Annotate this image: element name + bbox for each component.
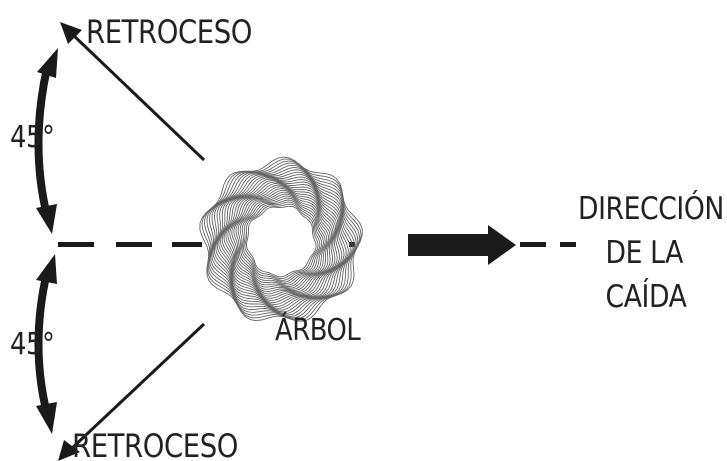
angle-arc-bottom xyxy=(34,271,51,415)
fall-direction-line-3: CAÍDA xyxy=(605,279,687,315)
retreat-line-top xyxy=(70,32,206,162)
angle-label-top: 45° xyxy=(10,120,55,155)
tree-ring xyxy=(243,201,321,281)
angle-label-bottom: 45° xyxy=(10,327,55,362)
tree-ring xyxy=(216,177,345,307)
tree-ring xyxy=(235,193,328,288)
retreat-arrowhead-top xyxy=(60,22,82,44)
tree-ring xyxy=(218,178,343,306)
dash-right-1 xyxy=(520,242,546,247)
fall-direction-line-2: DE LA xyxy=(605,235,684,271)
tree-label: ÁRBOL xyxy=(275,313,361,348)
dash-right-2 xyxy=(560,242,576,247)
tree-cross-section xyxy=(199,156,363,322)
angle-arc-top-head-up xyxy=(37,48,58,78)
fall-arrow-shaft xyxy=(408,234,492,256)
tree-ring xyxy=(210,166,355,316)
tree-ring xyxy=(239,197,324,285)
tree-ring xyxy=(223,183,337,299)
tree-ring xyxy=(212,171,351,313)
tree-ring xyxy=(221,181,338,301)
tree-ring xyxy=(206,162,359,319)
tree-ring xyxy=(246,205,317,278)
tree-ring xyxy=(229,188,333,293)
retreat-arrowhead-bottom xyxy=(58,440,80,461)
dash-left-3 xyxy=(172,242,202,247)
tree-ring xyxy=(215,176,347,309)
tree-ring xyxy=(241,199,323,283)
angle-arc-bottom-head-up xyxy=(36,254,57,284)
tree-ring xyxy=(201,158,362,321)
tree-ring xyxy=(225,184,335,297)
tree-ring xyxy=(231,189,331,290)
tree-ring xyxy=(199,156,363,322)
fall-direction-line-1: DIRECCIÓN xyxy=(578,191,724,227)
tree-ring xyxy=(227,186,334,295)
angle-arc-top xyxy=(34,67,51,217)
tree-ring xyxy=(244,203,319,280)
retreat-label-bottom: RETROCESO xyxy=(72,427,238,461)
retreat-label-top: RETROCESO xyxy=(86,13,252,51)
dash-left-2 xyxy=(116,242,152,247)
tree-ring xyxy=(211,169,353,314)
tree-ring xyxy=(219,180,340,303)
angle-arc-top-head-down xyxy=(36,204,57,234)
fall-arrow-head xyxy=(488,225,516,265)
tree-ring xyxy=(237,195,326,286)
fall-direction-arrow xyxy=(408,225,516,265)
retreat-line-bottom xyxy=(68,322,206,452)
dash-left-1 xyxy=(58,242,94,247)
tree-ring xyxy=(204,160,360,320)
angle-arc-bottom-head-down xyxy=(36,402,57,434)
tree-ring xyxy=(233,191,330,289)
fall-direction-label: DIRECCIÓN DE LA CAÍDA xyxy=(578,187,724,319)
tree-ring xyxy=(208,164,357,317)
